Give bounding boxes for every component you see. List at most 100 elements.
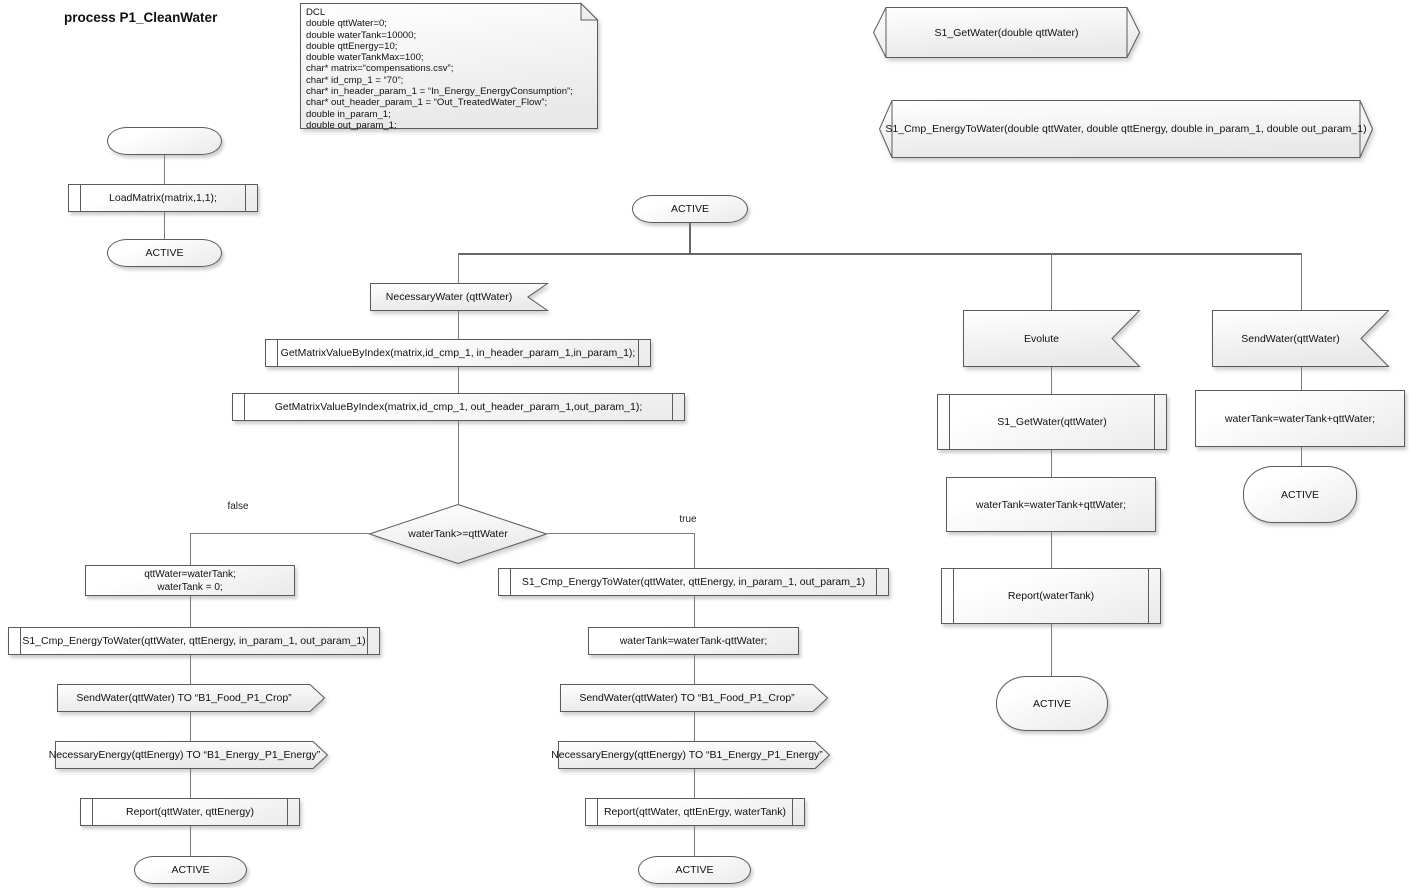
procedure-call-label: Report(qttWater, qttEnergy) [126, 806, 254, 818]
task-label: qttWater=waterTank; waterTank = 0; [144, 568, 236, 593]
procedure-call-cmp-energy-true: S1_Cmp_EnergyToWater(qttWater, qttEnergy… [498, 568, 889, 596]
connector [1051, 253, 1052, 310]
procedure-call-label: S1_Cmp_EnergyToWater(qttWater, qttEnergy… [22, 635, 366, 647]
connector [458, 253, 1301, 255]
output-signal-send-water-false: SendWater(qttWater) TO “B1_Food_P1_Crop” [57, 684, 326, 712]
task-label: waterTank=waterTank+qttWater; [975, 498, 1127, 511]
connector [190, 769, 191, 798]
procedure-declaration-get-water: S1_GetWater(double qttWater) [872, 7, 1141, 58]
state-label: ACTIVE [171, 864, 210, 876]
dcl-line: double qttEnergy=10; [306, 40, 398, 52]
state-active-evolute-branch: ACTIVE [996, 676, 1108, 731]
decision-watertank-gte-qttwater: waterTank>=qttWater [367, 503, 549, 565]
dcl-line: double in_param_1; [306, 108, 391, 120]
procedure-call-label: GetMatrixValueByIndex(matrix,id_cmp_1, i… [280, 347, 636, 359]
input-signal-evolute: Evolute [963, 310, 1141, 367]
connector [694, 533, 695, 568]
output-signal-necessary-energy-false: NecessaryEnergy(qttEnergy) TO “B1_Energy… [49, 741, 329, 769]
connector-false [190, 533, 369, 534]
connector [694, 769, 695, 798]
state-active-top: ACTIVE [632, 195, 748, 223]
task-watertank-minus: waterTank=waterTank-qttWater; [588, 627, 799, 655]
connector [694, 712, 695, 741]
procedure-call-report-true: Report(qttWater, qttEnErgy, waterTank) [585, 798, 805, 826]
state-active-false-branch: ACTIVE [134, 856, 247, 884]
output-signal-send-water-true: SendWater(qttWater) TO “B1_Food_P1_Crop” [560, 684, 829, 712]
procedure-call-label: LoadMatrix(matrix,1,1); [109, 192, 217, 204]
connector [1051, 367, 1052, 394]
procedure-call-label: GetMatrixValueByIndex(matrix,id_cmp_1, o… [274, 401, 643, 413]
connector [164, 155, 165, 184]
task-watertank-plus-sendwater: waterTank=waterTank+qttWater; [1195, 390, 1405, 447]
connector [190, 826, 191, 856]
state-active: ACTIVE [107, 239, 222, 267]
procedure-call-cmp-energy-false: S1_Cmp_EnergyToWater(qttWater, qttEnergy… [8, 627, 380, 655]
connector-true [547, 533, 694, 534]
connector [458, 311, 459, 339]
dcl-line: char* in_header_param_1 = “In_Energy_Ene… [306, 86, 573, 98]
dcl-text: DCL double qttWater=0; double waterTank=… [300, 3, 579, 135]
connector [458, 253, 459, 283]
task-qttwater-assign: qttWater=waterTank; waterTank = 0; [85, 565, 295, 596]
dcl-line: double qttWater=0; [306, 18, 387, 30]
output-signal-label: SendWater(qttWater) TO “B1_Food_P1_Crop” [76, 692, 292, 704]
procedure-declaration-cmp-energy-to-water: S1_Cmp_EnergyToWater(double qttWater, do… [878, 100, 1374, 158]
branch-label-true: true [679, 514, 697, 525]
connector [458, 367, 459, 393]
procedure-declaration-label: S1_Cmp_EnergyToWater(double qttWater, do… [885, 123, 1367, 135]
state-label: ACTIVE [145, 247, 184, 259]
output-signal-necessary-energy-true: NecessaryEnergy(qttEnergy) TO “B1_Energy… [551, 741, 831, 769]
connector [1301, 367, 1302, 390]
procedure-call-label: S1_Cmp_EnergyToWater(qttWater, qttEnergy… [521, 576, 866, 588]
connector [1301, 253, 1302, 310]
connector [458, 421, 459, 504]
connector [1051, 450, 1052, 477]
output-signal-label: NecessaryEnergy(qttEnergy) TO “B1_Energy… [48, 749, 321, 761]
input-signal-necessary-water: NecessaryWater (qttWater) [370, 283, 550, 311]
dcl-line: double out_param_1; [306, 119, 397, 131]
procedure-call-label: Report(qttWater, qttEnErgy, waterTank) [603, 806, 787, 818]
procedure-call-get-matrix-out: GetMatrixValueByIndex(matrix,id_cmp_1, o… [232, 393, 685, 421]
svg-gradient-defs [0, 0, 1, 1]
connector [190, 655, 191, 684]
dcl-line: char* out_header_param_1 = “Out_TreatedW… [306, 97, 548, 109]
output-signal-label: SendWater(qttWater) TO “B1_Food_P1_Crop” [579, 692, 795, 704]
procedure-call-report-false: Report(qttWater, qttEnergy) [80, 798, 300, 826]
task-watertank-plus-evolute: waterTank=waterTank+qttWater; [946, 477, 1156, 532]
state-active-sendwater-branch: ACTIVE [1243, 466, 1357, 523]
dcl-line: char* id_cmp_1 = “70”; [306, 74, 404, 86]
start-symbol [107, 127, 222, 155]
procedure-call-label: Report(waterTank) [1007, 590, 1095, 602]
branch-label-false: false [227, 501, 249, 512]
connector [694, 596, 695, 627]
connector [190, 596, 191, 627]
state-label: ACTIVE [1033, 697, 1071, 710]
connector [694, 826, 695, 856]
task-label: waterTank=waterTank+qttWater; [1224, 412, 1376, 425]
dcl-line: char* matrix=“compensations.csv”; [306, 63, 454, 75]
procedure-call-get-matrix-in: GetMatrixValueByIndex(matrix,id_cmp_1, i… [265, 339, 651, 367]
connector [190, 533, 191, 565]
connector [1301, 447, 1302, 466]
dcl-line: DCL [306, 7, 326, 18]
dcl-line: double waterTank=10000; [306, 29, 417, 41]
connector [190, 712, 191, 741]
input-signal-label: NecessaryWater (qttWater) [385, 291, 513, 303]
input-signal-send-water: SendWater(qttWater) [1212, 310, 1390, 367]
dcl-declaration-sheet: DCL double qttWater=0; double waterTank=… [300, 2, 599, 131]
connector [689, 223, 691, 254]
dcl-line: double waterTankMax=100; [306, 52, 424, 64]
state-label: ACTIVE [671, 203, 709, 215]
input-signal-label: SendWater(qttWater) [1241, 332, 1340, 345]
state-label: ACTIVE [675, 864, 714, 876]
state-active-true-branch: ACTIVE [638, 856, 751, 884]
connector [1051, 624, 1052, 676]
task-label: waterTank=waterTank-qttWater; [619, 635, 768, 647]
connector [164, 212, 165, 239]
output-signal-label: NecessaryEnergy(qttEnergy) TO “B1_Energy… [551, 749, 823, 761]
connector [1051, 532, 1052, 568]
connector [694, 655, 695, 684]
state-label: ACTIVE [1281, 488, 1319, 501]
input-signal-label: Evolute [1023, 332, 1060, 345]
